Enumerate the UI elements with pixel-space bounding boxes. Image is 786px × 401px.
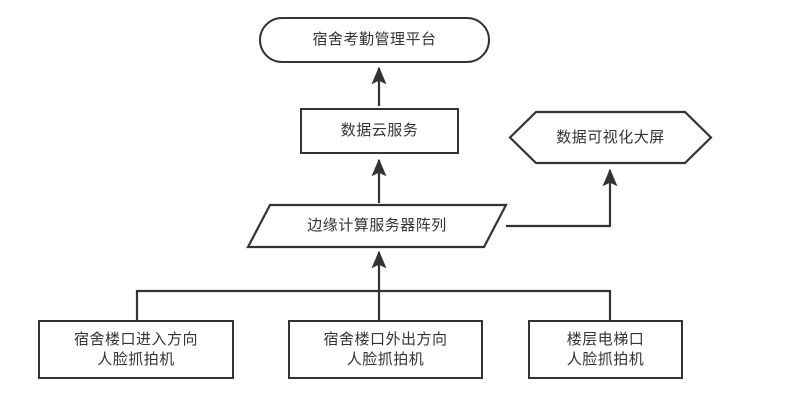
node-camera-exit[interactable]: 宿舍楼口外出方向 人脸抓拍机 — [288, 320, 483, 379]
node-camera-entry[interactable]: 宿舍楼口进入方向 人脸抓拍机 — [38, 320, 234, 379]
node-visualization-screen[interactable]: 数据可视化大屏 — [508, 110, 713, 165]
edge-cameras-to-server — [135, 250, 612, 320]
node-cloud-service[interactable]: 数据云服务 — [300, 108, 459, 154]
node-camera-elevator-label-line1: 楼层电梯口 — [566, 330, 645, 348]
node-camera-elevator-label-line2: 人脸抓拍机 — [566, 350, 645, 368]
edge-server-to-visualization — [506, 168, 618, 228]
node-camera-exit-label-line2: 人脸抓拍机 — [346, 350, 425, 368]
parallelogram-shape — [246, 203, 508, 249]
node-cloud-service-label: 数据云服务 — [340, 122, 419, 139]
node-camera-elevator[interactable]: 楼层电梯口 人脸抓拍机 — [528, 320, 683, 379]
node-camera-entry-label-line1: 宿舍楼口进入方向 — [73, 330, 198, 348]
node-camera-entry-label-line2: 人脸抓拍机 — [97, 350, 175, 368]
node-platform[interactable]: 宿舍考勤管理平台 — [259, 17, 490, 63]
node-platform-label: 宿舍考勤管理平台 — [312, 31, 437, 48]
node-edge-server-array[interactable]: 边缘计算服务器阵列 — [246, 203, 508, 249]
hexagon-shape — [508, 110, 713, 165]
node-camera-exit-label-line1: 宿舍楼口外出方向 — [323, 330, 448, 348]
